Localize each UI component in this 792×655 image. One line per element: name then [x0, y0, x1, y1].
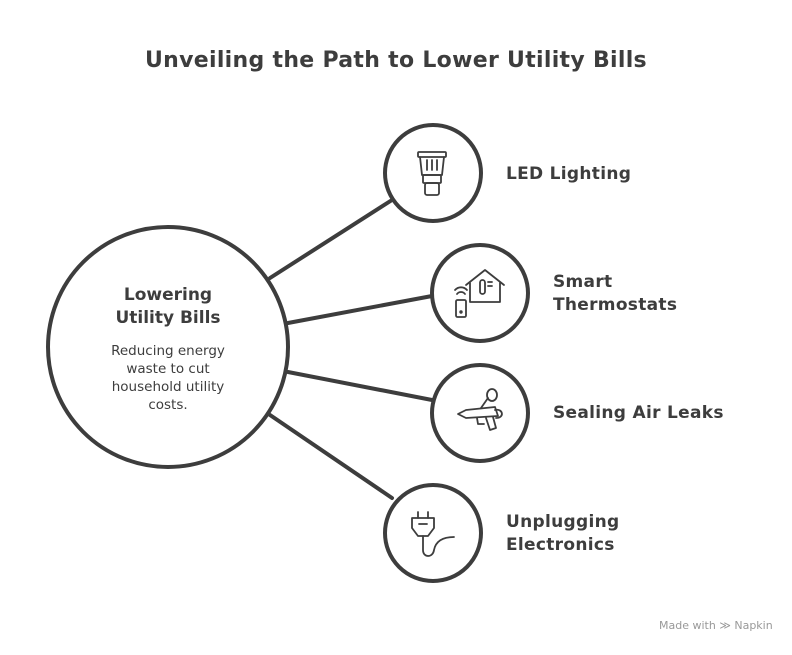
node-smart-thermostats [430, 243, 530, 343]
label-line: Smart [553, 272, 613, 292]
center-node-title: Lowering Utility Bills [88, 284, 248, 330]
label-sealing-air-leaks: Sealing Air Leaks [553, 403, 724, 423]
label-line: Electronics [506, 535, 615, 555]
plug-icon [411, 511, 455, 557]
label-led-lighting: LED Lighting [506, 164, 632, 184]
diagram-title: Unveiling the Path to Lower Utility Bill… [145, 48, 647, 73]
label-unplugging-electronics: Unplugging Electronics [506, 511, 619, 557]
led-bulb-icon [417, 151, 447, 196]
napkin-logo-icon: ≫ [719, 619, 731, 632]
made-with-napkin-badge[interactable]: Made with ≫ Napkin [659, 619, 773, 632]
made-with-text: Made with [659, 619, 716, 632]
caulk-gun-icon [457, 388, 503, 431]
label-line: Thermostats [553, 295, 678, 315]
napkin-brand-text: Napkin [734, 619, 773, 632]
node-sealing-air-leaks [430, 363, 530, 463]
center-title-line1: Lowering [123, 285, 213, 305]
center-node-description: Reducing energy waste to cut household u… [111, 343, 225, 413]
smart-home-thermostat-icon [454, 269, 505, 318]
node-unplugging-electronics [383, 483, 483, 583]
label-line: Unplugging [506, 512, 620, 532]
center-title-line2: Utility Bills [115, 308, 221, 328]
connector-lines [268, 198, 434, 500]
label-smart-thermostats: Smart Thermostats [553, 271, 677, 317]
center-node [46, 225, 290, 469]
node-led-lighting [383, 123, 483, 223]
